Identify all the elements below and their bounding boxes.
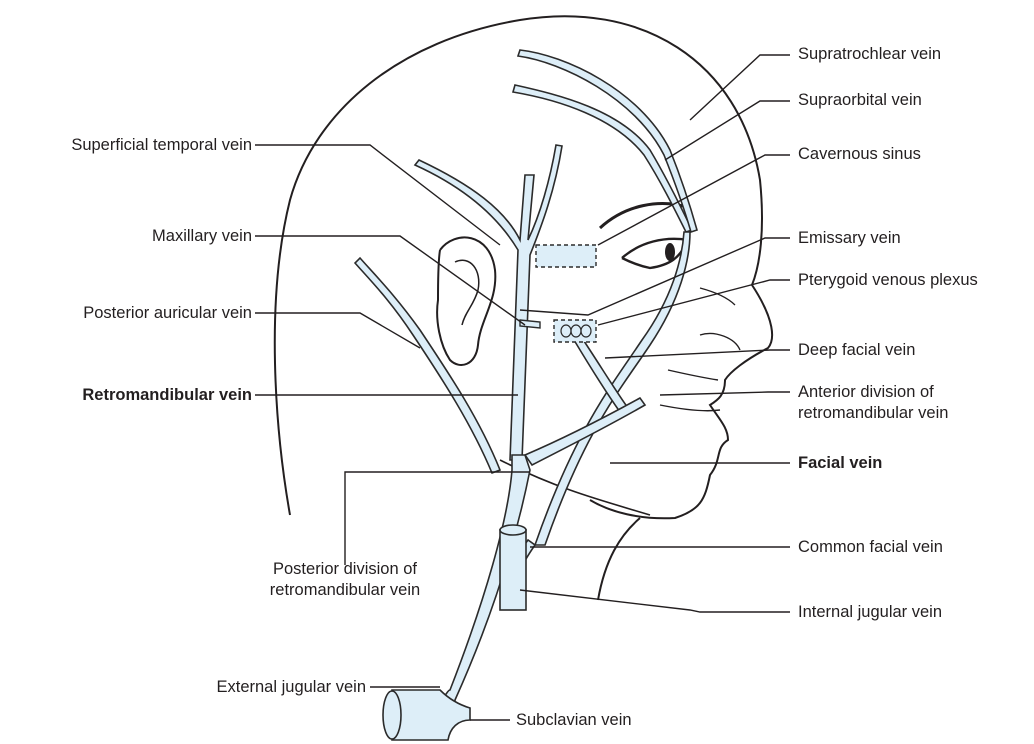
- label-external-jugular-vein: External jugular vein: [217, 677, 367, 698]
- internal-jugular-top: [500, 525, 526, 535]
- internal-jugular-vein: [500, 530, 526, 610]
- anterior-division-vein: [525, 398, 645, 465]
- label-anterior-division-line2: retromandibular vein: [798, 403, 948, 424]
- label-pterygoid-venous-plexus: Pterygoid venous plexus: [798, 270, 978, 291]
- pterygoid-plexus-box: [554, 320, 596, 342]
- label-supraorbital-vein: Supraorbital vein: [798, 90, 922, 111]
- label-emissary-vein: Emissary vein: [798, 228, 901, 249]
- label-maxillary-vein: Maxillary vein: [152, 226, 252, 247]
- label-retromandibular-vein: Retromandibular vein: [82, 385, 252, 406]
- label-posterior-division-line1: Posterior division of: [225, 559, 465, 580]
- ear: [437, 237, 495, 365]
- label-supratrochlear-vein: Supratrochlear vein: [798, 44, 941, 65]
- label-common-facial-vein: Common facial vein: [798, 537, 943, 558]
- label-deep-facial-vein: Deep facial vein: [798, 340, 915, 361]
- eye-pupil: [665, 243, 675, 261]
- neck-front: [598, 518, 640, 600]
- label-posterior-division-line2: retromandibular vein: [225, 580, 465, 601]
- subclavian-vein-end: [383, 691, 401, 739]
- label-superficial-temporal-vein: Superficial temporal vein: [71, 135, 252, 156]
- label-posterior-auricular-vein: Posterior auricular vein: [83, 303, 252, 324]
- ear-inner: [455, 260, 479, 325]
- label-subclavian-vein: Subclavian vein: [516, 710, 632, 731]
- cavernous-sinus-box: [536, 245, 596, 267]
- label-cavernous-sinus: Cavernous sinus: [798, 144, 921, 165]
- label-internal-jugular-vein: Internal jugular vein: [798, 602, 942, 623]
- label-facial-vein: Facial vein: [798, 453, 882, 474]
- nasolabial-line: [700, 333, 740, 350]
- label-anterior-division-line1: Anterior division of: [798, 382, 934, 403]
- lip-line-lower: [668, 370, 718, 380]
- subclavian-vein-shape: [392, 690, 470, 740]
